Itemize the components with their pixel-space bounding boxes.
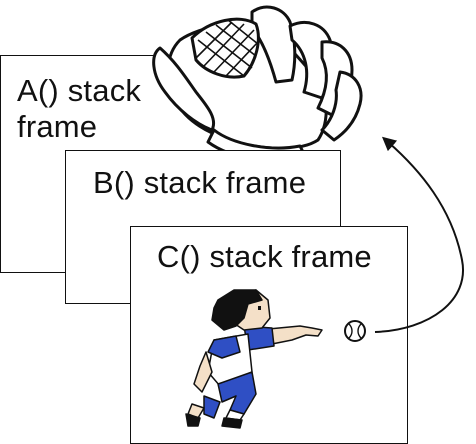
return-arrow	[374, 136, 465, 333]
stack-frame-c-label: C() stack frame	[157, 239, 372, 274]
pitcher-figure-icon	[185, 289, 323, 429]
baseball-icon	[344, 320, 366, 342]
stack-frame-b-label: B() stack frame	[93, 165, 307, 200]
stack-frame-a-label: A() stack frame	[17, 73, 142, 144]
